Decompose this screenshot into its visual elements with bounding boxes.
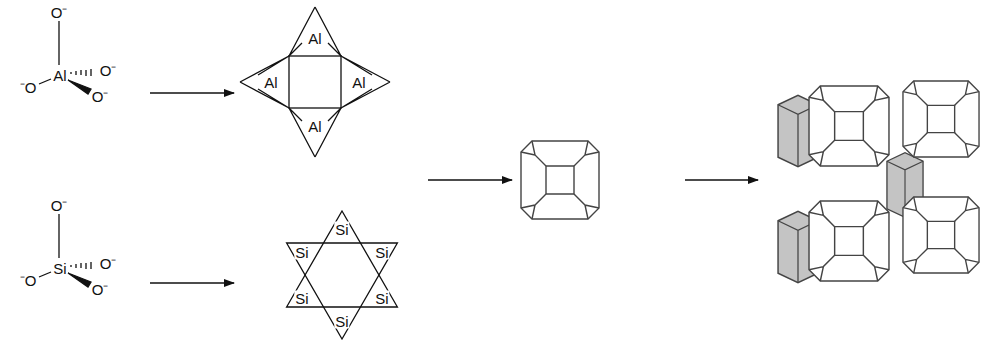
- illustration-part: [58, 214, 59, 258]
- illustration-part: [240, 56, 289, 108]
- sodalite-cage: [521, 141, 599, 219]
- al4-ring: [240, 7, 390, 157]
- oxygen-label: ⁻O: [20, 273, 37, 288]
- illustration-part: [903, 81, 979, 157]
- al4-ring-node: AlAlAlAl: [240, 0, 390, 165]
- oxygen-label: O⁻: [100, 63, 117, 78]
- reaction-arrow: [150, 92, 234, 93]
- atom-label: Al: [307, 31, 322, 46]
- illustration-part: [289, 108, 341, 157]
- illustration-part: [903, 197, 979, 273]
- oxygen-label: O⁻: [51, 198, 68, 213]
- illustration-part: [685, 179, 758, 180]
- oxygen-label: O⁻: [92, 89, 109, 104]
- atom-label: Al: [307, 119, 322, 134]
- oxygen-label: O⁻: [92, 282, 109, 297]
- atom-label: Si: [374, 291, 389, 306]
- illustration-part: [39, 272, 51, 277]
- si6-ring: [287, 211, 398, 339]
- illustration-part: [68, 273, 91, 287]
- illustration-part: [809, 86, 889, 166]
- zeolite-framework: [778, 81, 979, 283]
- illustration-part: [341, 56, 390, 108]
- illustration-part: [428, 179, 512, 180]
- illustration-part: [71, 69, 91, 76]
- si6-ring-node: SiSiSiSiSiSi: [240, 205, 410, 345]
- sio4-molecule: [39, 214, 91, 287]
- illustration-part: [68, 80, 91, 94]
- oxygen-label: Si: [53, 261, 66, 276]
- oxygen-label: O⁻: [51, 5, 68, 20]
- atom-label: Si: [374, 245, 389, 260]
- alo4-molecule-node: O⁻⁻OAlO⁻O⁻: [15, 0, 150, 106]
- sio4-molecule-node: O⁻⁻OSiO⁻O⁻: [15, 193, 150, 299]
- illustration-part: [58, 21, 59, 65]
- illustration-part: [39, 79, 51, 84]
- atom-label: Si: [294, 291, 309, 306]
- alo4-molecule: [39, 21, 91, 94]
- illustration-part: [289, 7, 341, 56]
- atom-label: Si: [334, 314, 349, 329]
- illustration-part: [289, 56, 341, 108]
- oxygen-label: Al: [53, 68, 66, 83]
- atom-label: Al: [351, 75, 366, 90]
- oxygen-label: O⁻: [100, 256, 117, 271]
- atom-label: Si: [294, 245, 309, 260]
- illustration-part: [71, 262, 91, 269]
- illustration-part: [809, 201, 889, 281]
- oxygen-label: ⁻O: [20, 80, 37, 95]
- illustration-part: [287, 211, 398, 307]
- illustration-part: [287, 243, 398, 339]
- reaction-arrow: [150, 282, 234, 283]
- atom-label: Si: [334, 222, 349, 237]
- atom-label: Al: [263, 75, 278, 90]
